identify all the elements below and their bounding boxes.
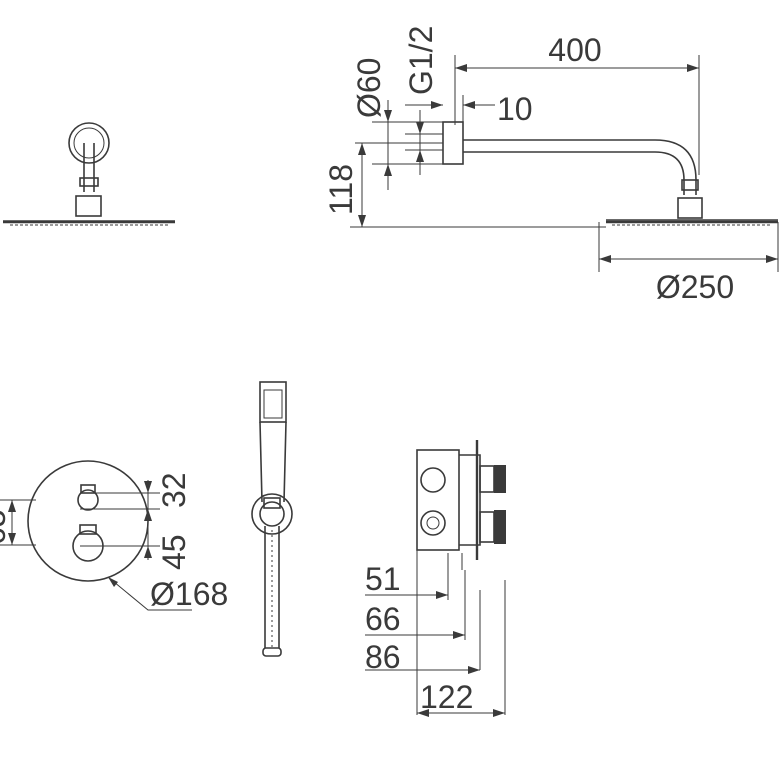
dim-400: 400 <box>454 32 700 175</box>
plate-leader-line <box>107 576 192 611</box>
dim-32-45: 32 45 <box>80 472 192 570</box>
dim-118: 118 <box>323 142 443 227</box>
side-swivel-joint <box>677 197 703 219</box>
dim-65-label: 65 <box>0 509 12 545</box>
box-legs <box>447 553 463 570</box>
dim-86-label: 86 <box>365 639 401 675</box>
lower-port-inner <box>426 516 440 530</box>
dim-250-label: Ø250 <box>656 269 734 305</box>
arm-bottom-edge <box>463 151 685 195</box>
upper-cartridge <box>479 465 495 493</box>
shower-arm-side-view <box>350 121 778 228</box>
shower-hose <box>264 526 280 648</box>
dim-250: Ø250 <box>598 222 779 305</box>
dim-400-label: 400 <box>548 32 601 68</box>
dim-51-label: 51 <box>365 561 401 597</box>
thermostat-knob-stem <box>79 524 97 535</box>
dim-168-label: Ø168 <box>150 576 228 612</box>
concealed-valve-side <box>416 440 506 570</box>
hand-shower-head <box>259 381 287 423</box>
valve-box <box>416 449 460 551</box>
arm-top-edge <box>463 139 697 195</box>
dim-10: 10 <box>405 91 533 127</box>
wall-holder-inner <box>259 501 285 527</box>
dim-65: 65 <box>0 499 36 546</box>
dim-60-label: Ø60 <box>351 58 387 118</box>
dim-118-label: 118 <box>323 164 359 215</box>
depth-dimensions: 51 66 86 122 <box>365 550 506 717</box>
side-arm-nut <box>681 179 699 191</box>
hand-shower-handle <box>259 421 287 503</box>
side-wall-flange <box>442 121 464 165</box>
dim-45-label: 45 <box>156 534 192 570</box>
dim-60: Ø60 <box>351 58 443 190</box>
lower-cartridge-body <box>494 510 506 544</box>
hand-shower-spray-face <box>263 389 283 419</box>
dim-g12: G1/2 <box>403 26 443 175</box>
lower-cartridge <box>479 511 495 543</box>
dim-10-label: 10 <box>497 91 533 127</box>
upper-port <box>420 467 446 493</box>
upper-cartridge-body <box>494 465 506 493</box>
hose-end-nut <box>262 647 282 657</box>
wall-flange-inner <box>73 127 105 159</box>
dim-32-label: 32 <box>156 472 192 508</box>
round-cover-plate <box>27 460 149 582</box>
shower-arm-front <box>83 143 95 192</box>
diverter-knob <box>77 489 99 511</box>
swivel-joint <box>75 195 102 217</box>
lower-port <box>420 510 446 536</box>
dim-66-label: 66 <box>365 601 401 637</box>
valve-housing <box>459 454 481 546</box>
thermostat-plate-front: Ø168 <box>27 460 228 612</box>
wall-holder <box>251 493 293 535</box>
dim-122-label: 122 <box>420 679 473 715</box>
hand-shower <box>251 381 293 657</box>
wall-flange <box>68 122 110 164</box>
shower-head-front-view <box>3 122 175 226</box>
arm-nut <box>79 177 99 187</box>
dim-g12-label: G1/2 <box>403 26 439 95</box>
hose-nut <box>263 497 281 509</box>
